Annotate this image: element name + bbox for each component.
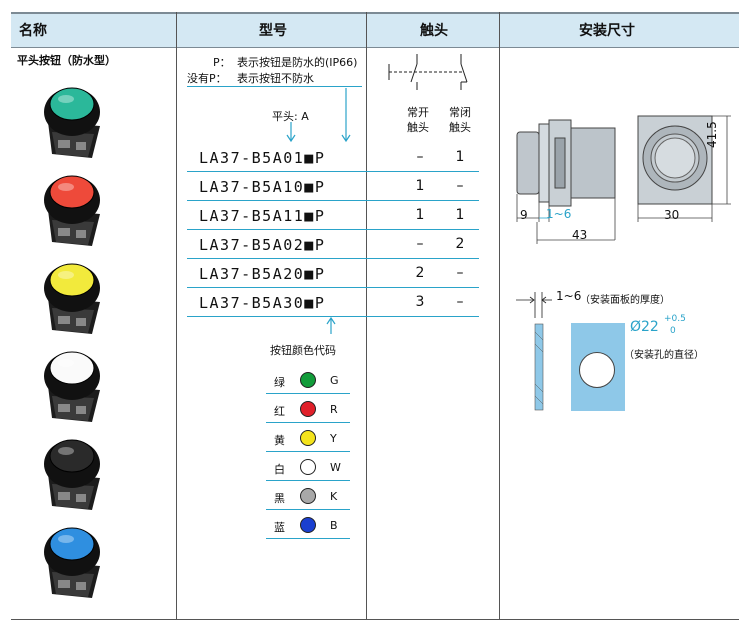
model-code: LA37-B5A30■P [199, 294, 326, 312]
nc-contact-count: 1 [455, 207, 465, 223]
push-button-image [38, 346, 108, 426]
hole-tol-lower: 0 [670, 326, 676, 336]
note-p-label: P： [213, 56, 231, 69]
table-row: LA37-B5A11■P 1 1 [187, 201, 479, 230]
color-name: 黄 [274, 434, 285, 447]
color-name: 红 [274, 405, 285, 418]
color-name: 蓝 [274, 521, 285, 534]
model-code: LA37-B5A02■P [199, 236, 326, 254]
header-contact: 触头 [420, 23, 448, 39]
color-name: 黑 [274, 492, 285, 505]
no-contact-count: 1 [415, 207, 425, 223]
mounting-hole [579, 352, 615, 388]
no-contact-count: 2 [415, 265, 425, 281]
model-code: LA37-B5A11■P [199, 207, 326, 225]
color-code: K [330, 490, 338, 503]
nc-contact-label-2: 触头 [449, 121, 471, 134]
color-swatch-icon [300, 401, 316, 417]
dim-9: 9 [520, 208, 528, 222]
product-name: 平头按钮（防水型） [17, 54, 116, 67]
col-divider [499, 12, 500, 620]
no-contact-label-1: 常开 [407, 106, 429, 119]
dim-43: 43 [572, 228, 588, 242]
dim-41-5: 41.5 [705, 121, 719, 148]
header-name: 名称 [19, 23, 47, 39]
model-code: LA37-B5A01■P [199, 149, 326, 167]
up-arrow-icon [326, 316, 336, 334]
table-row: LA37-B5A20■P 2 – [187, 259, 479, 288]
nc-contact-count: 1 [455, 149, 465, 165]
model-code: LA37-B5A10■P [199, 178, 326, 196]
no-contact-count: 1 [415, 178, 425, 194]
table-header: 名称 型号 触头 安装尺寸 [11, 12, 739, 48]
color-code: R [330, 403, 338, 416]
panel-section-drawing [516, 292, 552, 411]
color-code: Y [330, 432, 337, 445]
push-button-image [38, 434, 108, 514]
col-divider [176, 12, 177, 620]
nc-contact-count: – [456, 178, 464, 194]
note-p-text: 表示按钮是防水的(IP66) [237, 56, 358, 69]
push-button-image [38, 522, 108, 602]
table-bottom-border [11, 619, 739, 620]
table-row: LA37-B5A10■P 1 – [187, 172, 479, 201]
color-swatch-icon [300, 459, 316, 475]
dim-1-6: 1~6 [546, 207, 572, 221]
color-code: W [330, 461, 341, 474]
dim-30: 30 [664, 208, 680, 222]
nc-contact-count: 2 [455, 236, 465, 252]
color-code: G [330, 374, 339, 387]
panel-thickness-label: （安装面板的厚度） [580, 295, 670, 306]
no-contact-count: 3 [415, 294, 425, 310]
nc-contact-count: – [456, 265, 464, 281]
header-dims: 安装尺寸 [579, 23, 635, 39]
header-model: 型号 [259, 23, 287, 39]
table-row: LA37-B5A30■P 3 – [187, 288, 479, 317]
side-view-drawing [516, 115, 731, 244]
note-underline [187, 86, 362, 87]
model-code: LA37-B5A20■P [199, 265, 326, 283]
push-button-image [38, 82, 108, 162]
panel-thickness-value: 1~6 [556, 289, 582, 303]
color-name: 绿 [274, 376, 285, 389]
color-swatch-icon [300, 488, 316, 504]
hole-tol-upper: +0.5 [664, 314, 686, 324]
color-swatch-icon [300, 430, 316, 446]
push-button-image [38, 170, 108, 250]
color-code-title: 按钮颜色代码 [270, 344, 336, 357]
down-arrows [286, 88, 351, 143]
note-nop-label: 没有P： [187, 72, 227, 85]
hole-label: （安装孔的直径） [624, 350, 704, 361]
no-contact-count: – [416, 149, 424, 165]
no-contact-count: – [416, 236, 424, 252]
table-row: LA37-B5A01■P – 1 [187, 143, 479, 172]
nc-contact-count: – [456, 294, 464, 310]
color-code: B [330, 519, 338, 532]
color-swatch-icon [300, 372, 316, 388]
nc-contact-label-1: 常闭 [449, 106, 471, 119]
no-contact-label-2: 触头 [407, 121, 429, 134]
color-name: 白 [274, 463, 285, 476]
push-button-image [38, 258, 108, 338]
color-swatch-icon [300, 517, 316, 533]
hole-diameter: Ø22 [630, 319, 659, 335]
note-nop-text: 表示按钮不防水 [237, 72, 314, 85]
flat-head-label: 平头: A [272, 110, 309, 123]
table-row: LA37-B5A02■P – 2 [187, 230, 479, 259]
contact-symbol-icon [388, 54, 468, 90]
